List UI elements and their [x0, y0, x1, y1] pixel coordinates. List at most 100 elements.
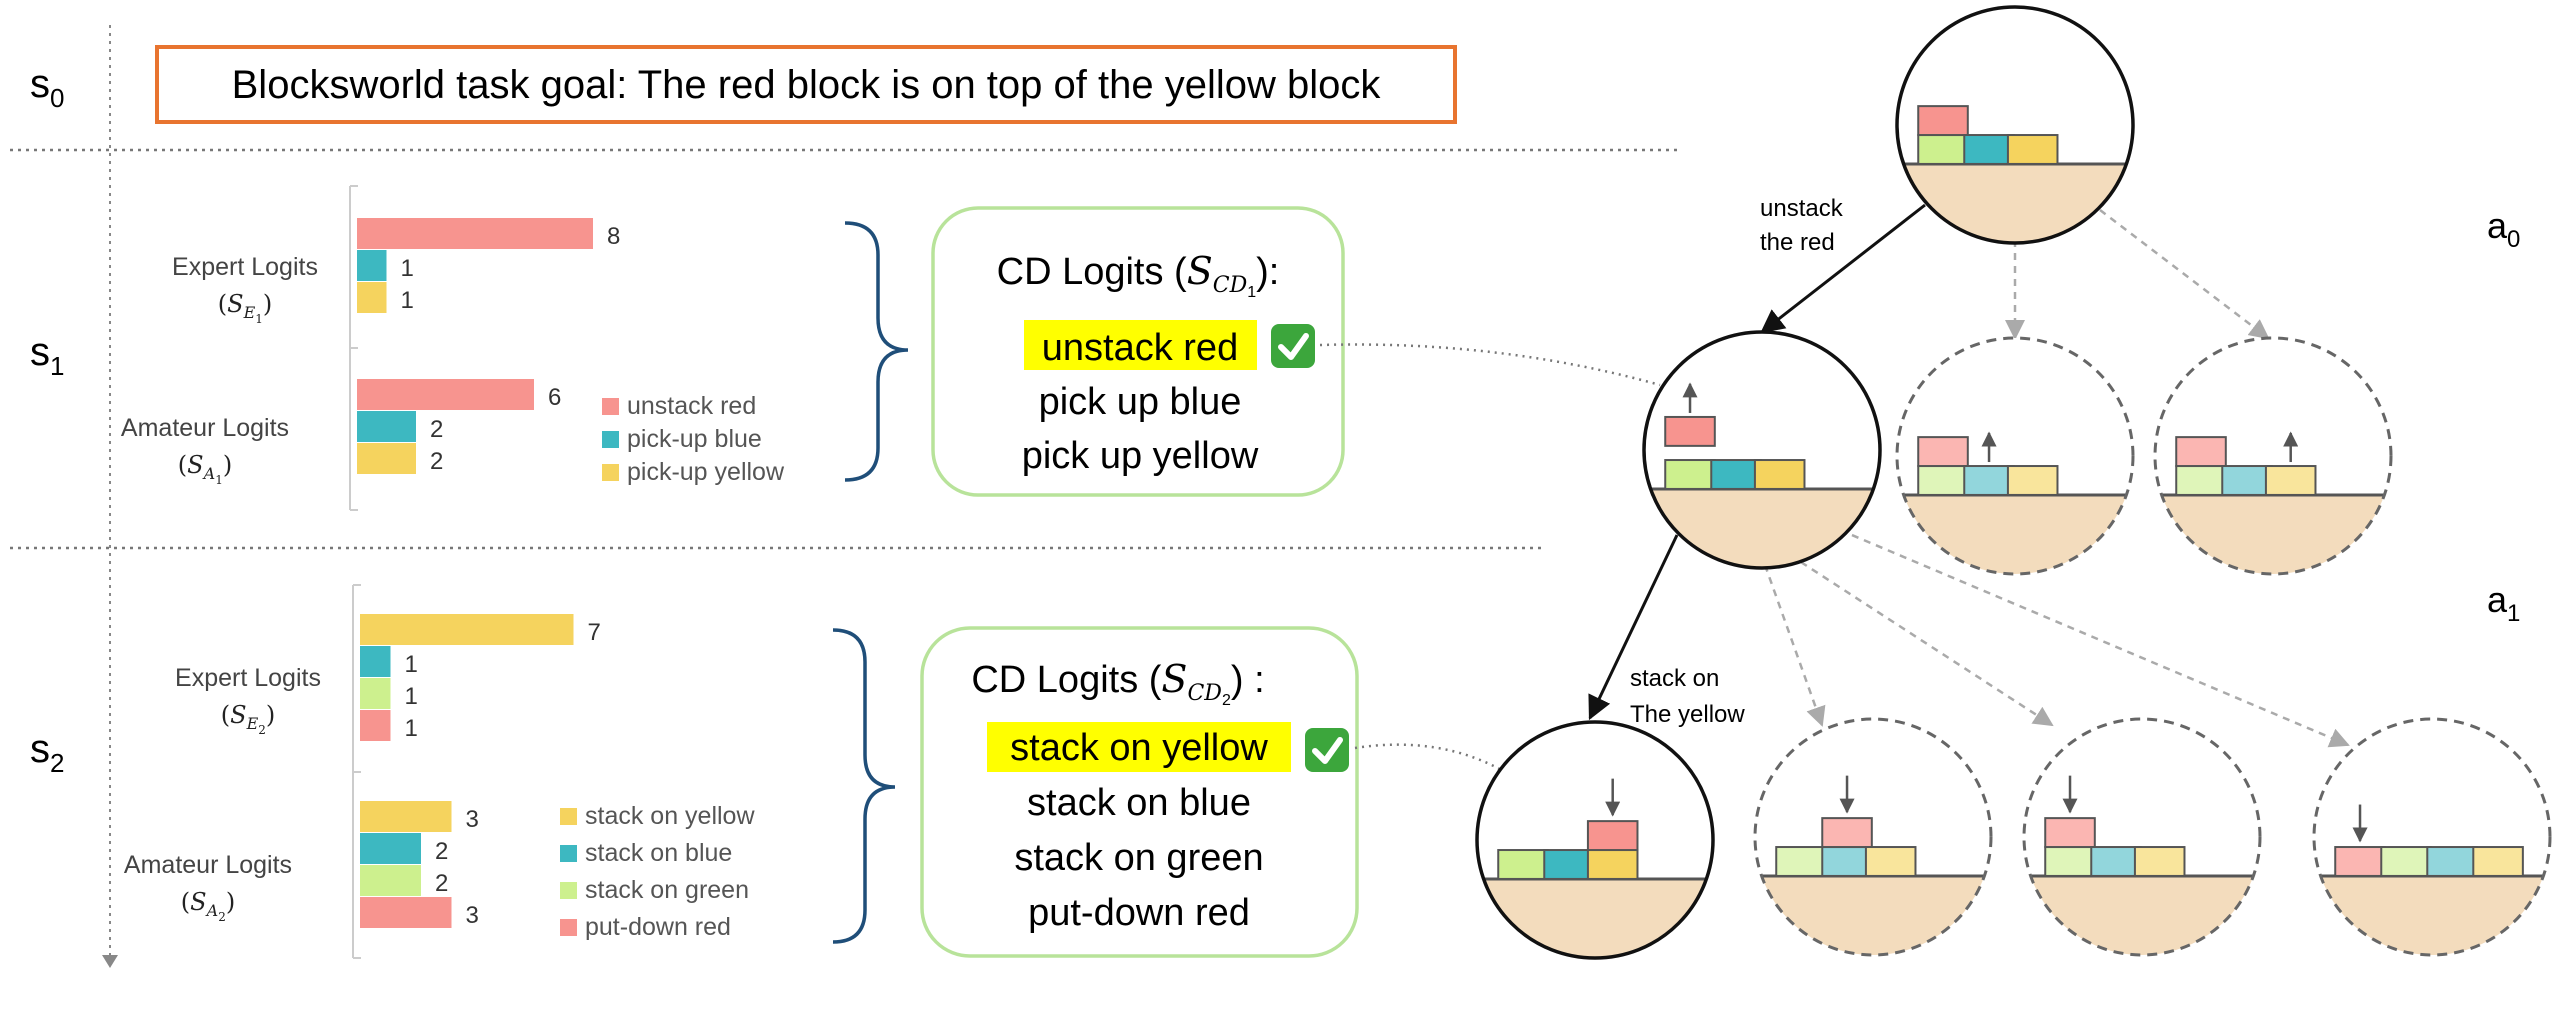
step2-expert-bar-3: [360, 710, 391, 741]
step1-expert-bars: 811: [357, 218, 620, 314]
goal-box-border: [155, 45, 1457, 124]
step2-amateur-bar-3: [360, 897, 452, 928]
edge-label-stack-2: The yellow: [1630, 701, 1745, 728]
step1-legend: unstack red pick-up blue pick-up yellow: [602, 392, 785, 486]
step2-brace: [832, 628, 896, 944]
step1-legend-swatch-0: [602, 398, 619, 415]
step2-legend-swatch-3: [560, 919, 577, 936]
edge-label-unstack-2: the red: [1760, 229, 1835, 256]
step2-amateur-bar-1: [360, 833, 421, 864]
tree-node-s2-alt-3: [2312, 717, 2552, 957]
step2-expert-bar-0: [360, 614, 574, 645]
step1-cd-box: CD Logits (SCD1): unstack red pick up bl…: [931, 206, 1345, 497]
connector-step2: [1354, 743, 1506, 774]
step1-legend-swatch-1: [602, 431, 619, 448]
tree-node-s2-selected: [1475, 720, 1715, 960]
step1-amateur-bars: 6 2 2: [357, 379, 561, 475]
step1-legend-label-1: pick-up blue: [627, 425, 762, 453]
step2-cd-box: CD Logits (SCD2) : stack on yellow stack…: [920, 626, 1359, 958]
step1-check-icon: [1271, 324, 1315, 368]
step2-cd-item-1: stack on blue: [1027, 782, 1251, 824]
state-label-s0: s0: [30, 62, 64, 113]
step2-legend-label-0: stack on yellow: [585, 802, 755, 830]
edge-label-unstack: unstack: [1760, 195, 1844, 222]
goal-box: Blocksworld task goal: The red block is …: [155, 45, 1457, 124]
step2-expert-value-2: 1: [405, 683, 418, 710]
step2-amateur-label: Amateur Logits: [124, 851, 292, 879]
step2-legend-label-2: stack on green: [585, 876, 749, 904]
step1-legend-swatch-2: [602, 464, 619, 481]
step1-charts: 811 6 2 2 Expert Logits (SE1) Amateur Logi…: [121, 185, 785, 511]
step1-expert-symbol: (SE1): [218, 290, 273, 326]
step1-cd-item-1: pick up blue: [1039, 381, 1242, 423]
step2-expert-symbol: (SE2): [221, 701, 276, 737]
state-label-s2: s2: [30, 727, 64, 778]
step2-check-icon: [1305, 728, 1349, 772]
step2-expert-value-3: 1: [405, 715, 418, 742]
step2-expert-value-0: 7: [588, 619, 601, 646]
step2-legend: stack on yellow stack on blue stack on gre…: [560, 802, 755, 941]
step2-legend-swatch-2: [560, 882, 577, 899]
step2-legend-swatch-1: [560, 845, 577, 862]
step1-cd-item-0: unstack red: [1042, 327, 1238, 369]
step1-amateur-value-1: 2: [430, 416, 443, 443]
step2-legend-label-1: stack on blue: [585, 839, 732, 867]
edge-s1-alt-3: [1839, 528, 2350, 748]
step1-expert-value-1: 1: [401, 255, 414, 282]
state-label-s1: s1: [30, 330, 64, 381]
step2-cd-item-2: stack on green: [1014, 837, 1263, 879]
action-label-a0: a0: [2487, 205, 2520, 253]
goal-text: Blocksworld task goal: The red block is …: [232, 63, 1382, 107]
step2-expert-bars: 7 1 1 1: [360, 614, 601, 742]
step2-amateur-value-2: 2: [435, 870, 448, 897]
tree-node-s1-alt-2: [2153, 336, 2393, 576]
timeline-arrow-icon: [102, 955, 118, 968]
step1-brace: [844, 221, 909, 482]
step1-cd-title: CD Logits (SCD1):: [997, 249, 1280, 301]
step1-expert-label: Expert Logits: [172, 253, 318, 281]
connector-step1: [1319, 343, 1661, 387]
edge-s1-alt-2: [1789, 553, 2054, 727]
step2-cd-title: CD Logits (SCD2) :: [971, 657, 1264, 709]
step1-amateur-bar-2: [357, 443, 416, 474]
edge-root-alt-2: [2099, 209, 2270, 340]
step1-expert-bar-0: [357, 218, 593, 249]
step1-selected-highlight: [1024, 320, 1257, 370]
step1-amateur-value-2: 2: [430, 448, 443, 475]
tree-edges: [1588, 203, 2350, 748]
step1-legend-label-2: pick-up yellow: [627, 458, 785, 486]
tree-node-root: [1895, 5, 2135, 245]
action-label-a1: a1: [2487, 579, 2520, 627]
tree-node-s2-alt-2: [2022, 717, 2262, 957]
step1-expert-value-2: 1: [401, 287, 414, 314]
step1-legend-label-0: unstack red: [627, 392, 756, 420]
step2-amateur-value-3: 3: [466, 902, 479, 929]
step2-selected-highlight: [987, 722, 1291, 772]
edge-label-stack: stack on: [1630, 665, 1719, 692]
step1-expert-bar-1: [357, 250, 387, 281]
edge-s1-alt-1: [1763, 564, 1826, 727]
step1-cd-item-2: pick up yellow: [1022, 435, 1259, 477]
step2-amateur-symbol: (SA2): [181, 888, 235, 924]
step2-expert-value-1: 1: [405, 651, 418, 678]
step1-amateur-value-0: 6: [548, 384, 561, 411]
step1-amateur-label: Amateur Logits: [121, 414, 289, 442]
edge-root-to-selected: [1760, 203, 1926, 334]
step2-amateur-bar-2: [360, 865, 421, 896]
tree-node-s1-selected: [1642, 330, 1882, 570]
step2-expert-bar-1: [360, 646, 391, 677]
step2-expert-label: Expert Logits: [175, 664, 321, 692]
step2-legend-swatch-0: [560, 808, 577, 825]
step2-cd-box-border: [920, 626, 1359, 958]
step2-amateur-value-0: 3: [466, 806, 479, 833]
tree-node-s2-alt-1: [1753, 717, 1993, 957]
step2-legend-label-3: put-down red: [585, 913, 731, 941]
step1-expert-bar-2: [357, 282, 387, 313]
tree-nodes: [1475, 5, 2552, 960]
step2-cd-item-3: put-down red: [1028, 892, 1250, 934]
step2-amateur-value-1: 2: [435, 838, 448, 865]
step1-amateur-bar-0: [357, 379, 534, 410]
